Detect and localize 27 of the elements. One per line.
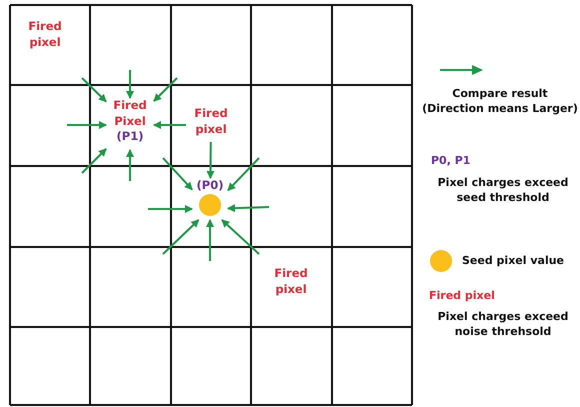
arrow [67, 121, 107, 129]
arrow [227, 157, 260, 191]
arrow [227, 204, 270, 212]
pixel-label: Fired pixel [27, 19, 63, 50]
pixel-label: Fired Pixel [112, 98, 148, 130]
arrow [153, 77, 178, 102]
arrow [153, 121, 186, 129]
pixel-label: Fired pixel [193, 106, 229, 138]
arrow [81, 148, 107, 174]
note-text: Pixel charges exceed noise threhsold [436, 310, 570, 340]
arrow [162, 219, 200, 255]
arrow [206, 219, 214, 261]
pixel-label: P0, P1 [431, 154, 470, 169]
pixel-id: (P0) [196, 178, 224, 194]
arrow [148, 205, 193, 213]
arrow [126, 149, 134, 181]
pixel-id: (P1) [116, 129, 144, 145]
arrow [81, 77, 107, 102]
arrow [206, 142, 214, 179]
note-text: Pixel charges exceed seed threshold [436, 176, 570, 206]
arrow [126, 70, 134, 99]
pixel-label: Fired pixel [429, 289, 495, 304]
arrow [162, 157, 193, 190]
pixel-label: Fired pixel [273, 266, 309, 298]
legend-text: Seed pixel value [462, 253, 564, 268]
arrow [221, 219, 260, 255]
legend-text: Compare result (Direction means Larger) [421, 86, 579, 117]
